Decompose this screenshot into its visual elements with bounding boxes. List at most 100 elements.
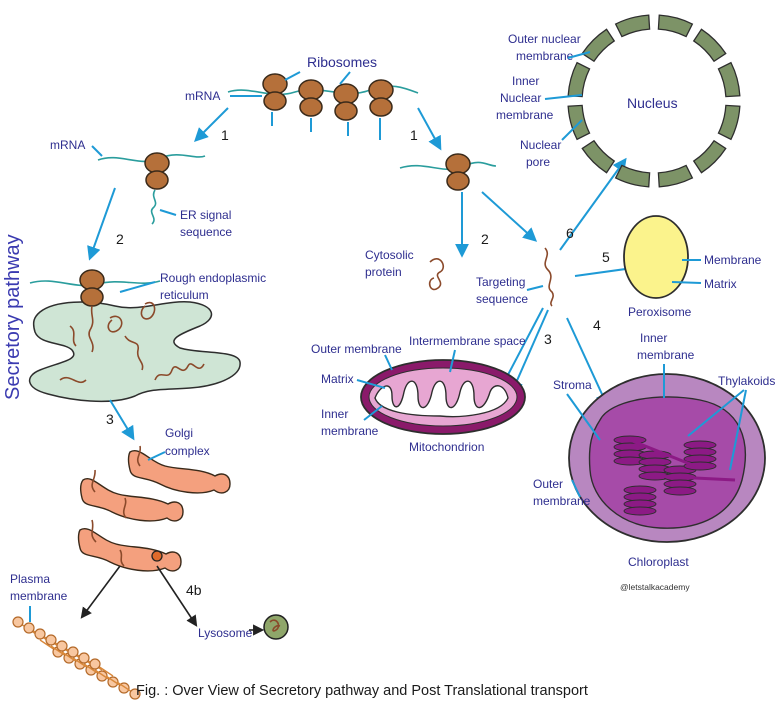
lipid-head xyxy=(45,634,57,646)
lipid-head xyxy=(78,652,90,664)
golgi-label-2: complex xyxy=(165,444,210,458)
chl-inner-label-2: membrane xyxy=(637,348,695,362)
step4-arrow xyxy=(566,317,609,408)
outer-nuclear-label-1: Outer nuclear xyxy=(508,32,581,46)
step6-number: 6 xyxy=(566,225,574,241)
to-lysosome-arrow xyxy=(156,565,198,627)
golgi-chain xyxy=(91,469,127,519)
plasma-membrane xyxy=(12,616,141,700)
inner-nuclear-pointer xyxy=(544,94,583,100)
nucleus-label: Nucleus xyxy=(627,95,678,111)
step3-left-arrow xyxy=(109,399,135,441)
rough-er-label-1: Rough endoplasmic xyxy=(160,271,266,285)
watermark: @letstalkacademy xyxy=(620,582,690,592)
step2-right-number: 2 xyxy=(481,231,489,247)
lysosome-label: Lysosome xyxy=(198,626,253,640)
ribosome-free xyxy=(445,153,471,191)
plasma-label-1: Plasma xyxy=(10,572,50,586)
lipid-head xyxy=(129,688,141,700)
er-signal-label-1: ER signal xyxy=(180,208,231,222)
stroma-lamella xyxy=(629,438,701,470)
thylakoids-pointer-b xyxy=(729,389,747,471)
to-targeting-arrow xyxy=(481,191,538,242)
chl-inner-label-1: Inner xyxy=(640,331,667,345)
cytosolic-protein xyxy=(428,257,445,291)
chloroplast xyxy=(568,373,766,543)
nucleus xyxy=(567,14,741,188)
mitochondrion xyxy=(360,359,526,435)
lipid-head xyxy=(12,616,24,628)
nuclear-pore-label-1: Nuclear xyxy=(520,138,561,152)
nuclear-pore-pointer xyxy=(561,119,583,141)
stroma-pointer xyxy=(566,393,601,441)
cytosolic-label-1: Cytosolic xyxy=(365,248,414,262)
step1-left-arrow xyxy=(194,107,229,142)
side-title: Secretory pathway xyxy=(2,234,24,400)
outer-nuclear-pointer xyxy=(567,51,591,59)
mito-ims-pointer xyxy=(449,349,456,373)
mitochondrion-label: Mitochondrion xyxy=(409,440,484,454)
ribosomes-pointer xyxy=(284,71,301,81)
ribosomes-pointer xyxy=(339,71,351,85)
ribosome xyxy=(333,83,359,121)
mito-matrix-pointer xyxy=(356,379,386,389)
nuclear-pore-label-2: pore xyxy=(526,155,550,169)
mito-inner-label-2: membrane xyxy=(321,424,379,438)
nuclear-envelope-segment xyxy=(581,28,616,63)
rough-er-pointer xyxy=(119,281,156,293)
thylakoid xyxy=(663,486,697,496)
step3-right-arrow-b xyxy=(510,309,549,395)
polysome xyxy=(227,71,419,140)
mrna-top-label: mRNA xyxy=(185,89,220,103)
lysosome xyxy=(263,614,289,640)
step2-left-arrow xyxy=(87,187,116,261)
nuclear-envelope-segment xyxy=(614,164,651,188)
thylakoids-pointer-a xyxy=(687,389,745,437)
lipid-head xyxy=(23,622,35,634)
step4-number: 4 xyxy=(593,317,601,333)
chl-outer-pointer xyxy=(571,479,581,498)
lipid-head xyxy=(56,640,68,652)
nuclear-envelope-segment xyxy=(657,14,694,38)
step1-right-arrow xyxy=(417,107,442,151)
inner-nuclear-label-2: Nuclear xyxy=(500,91,541,105)
mito-ims-label: Intermembrane space xyxy=(409,334,526,348)
step4b-number: 4b xyxy=(186,582,202,598)
nuclear-envelope-segment xyxy=(692,28,727,63)
step3-left-number: 3 xyxy=(106,411,114,427)
mrna-left-pointer xyxy=(91,145,103,157)
nuclear-envelope-segment xyxy=(657,164,694,188)
ribosome xyxy=(262,73,288,111)
er-signal-pointer xyxy=(159,209,177,216)
peroxisome-label: Peroxisome xyxy=(628,305,692,319)
step1-right-number: 1 xyxy=(410,127,418,143)
perox-membrane-label: Membrane xyxy=(704,253,762,267)
rough-er-label-2: reticulum xyxy=(160,288,209,302)
ribosome xyxy=(368,79,394,117)
thylakoids-label: Thylakoids xyxy=(718,374,775,388)
stroma-label: Stroma xyxy=(553,378,592,392)
inner-nuclear-label-1: Inner xyxy=(512,74,539,88)
ribosomes-label: Ribosomes xyxy=(307,54,377,70)
perox-matrix-pointer xyxy=(671,281,702,284)
golgi-chain xyxy=(91,519,125,567)
step5-number: 5 xyxy=(602,249,610,265)
lipid-head xyxy=(67,646,79,658)
mrna-left-label: mRNA xyxy=(50,138,85,152)
to-plasma-arrow xyxy=(80,565,121,619)
ribosome-er xyxy=(144,152,170,190)
golgi-pointer xyxy=(147,451,166,461)
thylakoid-stacks xyxy=(613,435,736,516)
stroma-lamella xyxy=(654,474,736,482)
targeting-chain xyxy=(544,247,554,307)
er-signal-label-2: sequence xyxy=(180,225,232,239)
inner-nuclear-label-3: membrane xyxy=(496,108,554,122)
lipid-head xyxy=(89,658,101,670)
er-signal-strand xyxy=(150,189,157,225)
targeting-pointer xyxy=(526,285,544,291)
figure-caption: Fig. : Over View of Secretory pathway an… xyxy=(136,683,588,699)
cytosolic-label-2: protein xyxy=(365,265,402,279)
outer-nuclear-label-2: membrane xyxy=(516,49,574,63)
